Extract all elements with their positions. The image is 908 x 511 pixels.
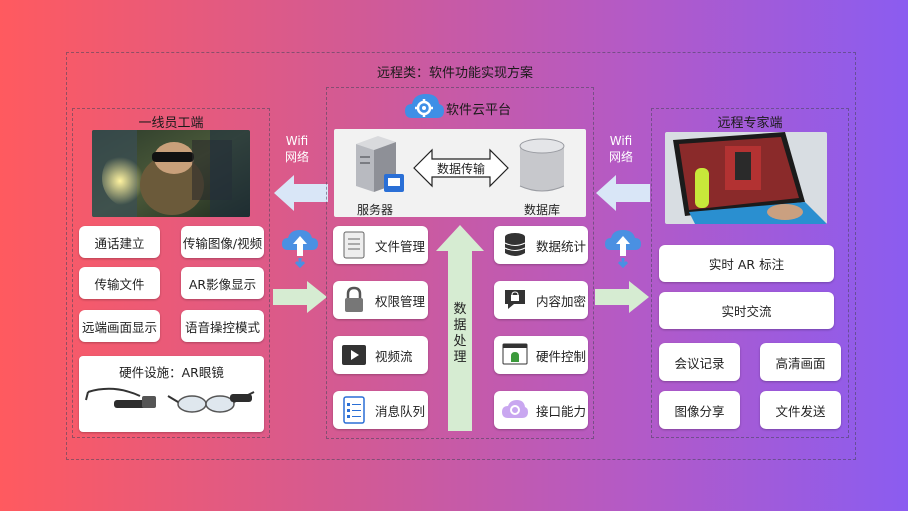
expert-photo xyxy=(665,132,827,224)
server-icon xyxy=(356,136,404,192)
message-queue-card[interactable]: 消息队列 xyxy=(333,391,428,429)
cloud-platform-title: 软件云平台 xyxy=(446,103,512,118)
database-stack-icon xyxy=(500,230,530,260)
arrow-right-to-expert xyxy=(595,281,649,313)
server-label: 服务器 xyxy=(356,203,393,217)
wifi-label-left: Wifi 网络 xyxy=(274,133,320,165)
encrypted-message-icon xyxy=(500,285,530,315)
expert-panel xyxy=(651,108,849,438)
file-management-card[interactable]: 文件管理 xyxy=(333,226,428,264)
arrow-right-to-cloud-from-expert xyxy=(596,175,650,211)
hardware-control-label: 硬件控制 xyxy=(536,348,587,364)
realtime-ar-annotation-button[interactable]: 实时 AR 标注 xyxy=(659,245,834,282)
wifi-label-right: Wifi 网络 xyxy=(598,133,644,165)
arrow-right-to-cloud xyxy=(273,281,327,313)
cloud-upload-icon-right xyxy=(605,230,641,269)
hardware-label: 硬件设施：AR眼镜 xyxy=(119,365,224,380)
file-send-button[interactable]: 文件发送 xyxy=(760,391,841,429)
data-processing-label: 数据处理 xyxy=(453,302,467,365)
permission-management-label: 权限管理 xyxy=(375,293,426,309)
hd-screen-button[interactable]: 高清画面 xyxy=(760,343,841,381)
content-encryption-card[interactable]: 内容加密 xyxy=(494,281,588,319)
call-setup-button[interactable]: 通话建立 xyxy=(79,226,160,258)
data-statistics-card[interactable]: 数据统计 xyxy=(494,226,588,264)
realtime-communication-button[interactable]: 实时交流 xyxy=(659,292,834,329)
voice-control-mode-button[interactable]: 语音操控模式 xyxy=(181,310,264,342)
ar-image-display-button[interactable]: AR影像显示 xyxy=(181,267,264,299)
wifi-text: Wifi xyxy=(609,134,633,148)
wifi-text: Wifi xyxy=(285,134,309,148)
interface-capability-card[interactable]: 接口能力 xyxy=(494,391,588,429)
meeting-record-button[interactable]: 会议记录 xyxy=(659,343,740,381)
ar-glasses-image xyxy=(84,378,260,422)
network-text: 网络 xyxy=(608,150,633,164)
outer-frame xyxy=(66,52,856,460)
android-window-icon xyxy=(500,340,530,370)
lock-icon xyxy=(339,285,369,315)
image-share-button[interactable]: 图像分享 xyxy=(659,391,740,429)
permission-management-card[interactable]: 权限管理 xyxy=(333,281,428,319)
hardware-control-card[interactable]: 硬件控制 xyxy=(494,336,588,374)
interface-capability-label: 接口能力 xyxy=(536,403,587,419)
video-stream-card[interactable]: 视频流 xyxy=(333,336,428,374)
expert-title: 远程专家端 xyxy=(717,116,783,131)
frontline-panel xyxy=(72,108,270,438)
cloud-api-icon xyxy=(500,395,530,425)
video-stream-label: 视频流 xyxy=(375,348,413,364)
file-management-label: 文件管理 xyxy=(375,238,426,254)
play-icon xyxy=(339,340,369,370)
list-document-icon xyxy=(339,395,369,425)
transmit-file-button[interactable]: 传输文件 xyxy=(79,267,160,299)
network-text: 网络 xyxy=(284,150,309,164)
bidirectional-arrow xyxy=(413,148,509,188)
database-icon xyxy=(519,138,565,192)
remote-screen-display-button[interactable]: 远端画面显示 xyxy=(79,310,160,342)
transmit-image-video-button[interactable]: 传输图像/视频 xyxy=(181,226,264,258)
database-label: 数据库 xyxy=(523,203,560,217)
outer-title: 远程类：软件功能实现方案 xyxy=(376,66,533,81)
data-transfer-label: 数据传输 xyxy=(436,162,485,176)
cloud-platform-panel xyxy=(326,87,594,439)
document-icon xyxy=(339,230,369,260)
cloud-upload-icon xyxy=(282,230,318,269)
arrow-left-to-frontline xyxy=(274,175,328,211)
data-statistics-label: 数据统计 xyxy=(536,238,587,254)
cloud-gear-icon xyxy=(405,94,444,118)
data-processing-arrow xyxy=(436,225,484,431)
content-encryption-label: 内容加密 xyxy=(536,293,587,309)
frontline-photo xyxy=(92,130,250,217)
message-queue-label: 消息队列 xyxy=(375,403,426,419)
frontline-title: 一线员工端 xyxy=(138,116,204,131)
